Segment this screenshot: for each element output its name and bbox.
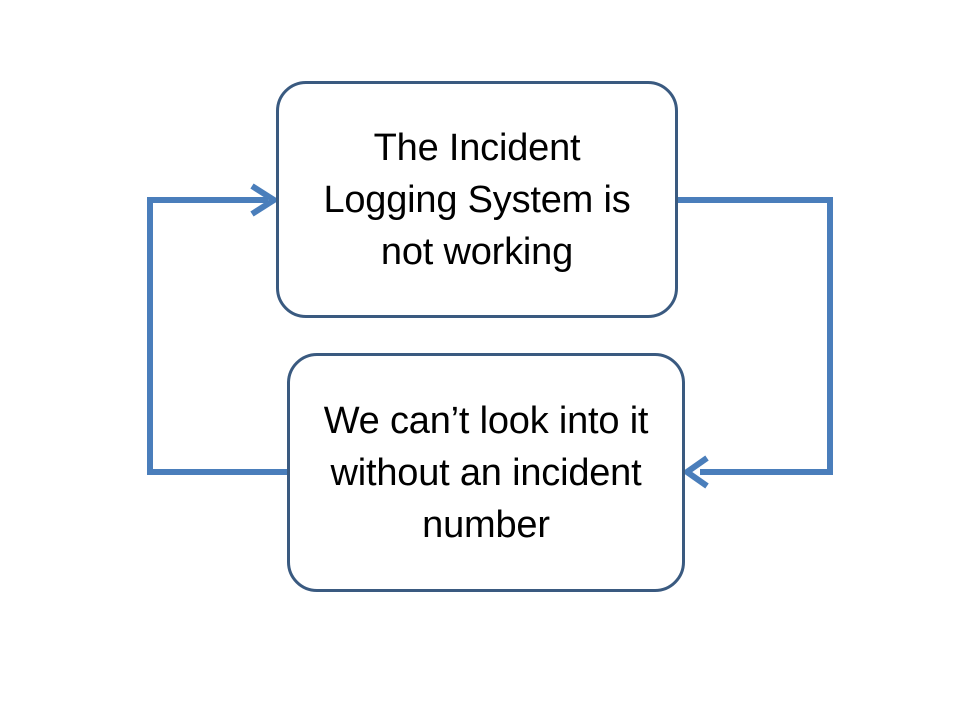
left-elbow-connector-path [147, 197, 287, 475]
bottom-node-label: We can’t look into it without an inciden… [323, 399, 649, 546]
top-node[interactable]: The Incident Logging System is not worki… [276, 81, 678, 318]
left-elbow-connector[interactable] [147, 183, 287, 475]
bottom-node[interactable]: We can’t look into it without an inciden… [287, 353, 685, 592]
arrowhead-left-icon [681, 455, 709, 489]
right-elbow-connector[interactable] [678, 197, 833, 489]
right-elbow-connector-path [678, 197, 833, 475]
top-node-label: The Incident Logging System is not worki… [323, 126, 631, 273]
arrowhead-right-icon [250, 183, 280, 217]
